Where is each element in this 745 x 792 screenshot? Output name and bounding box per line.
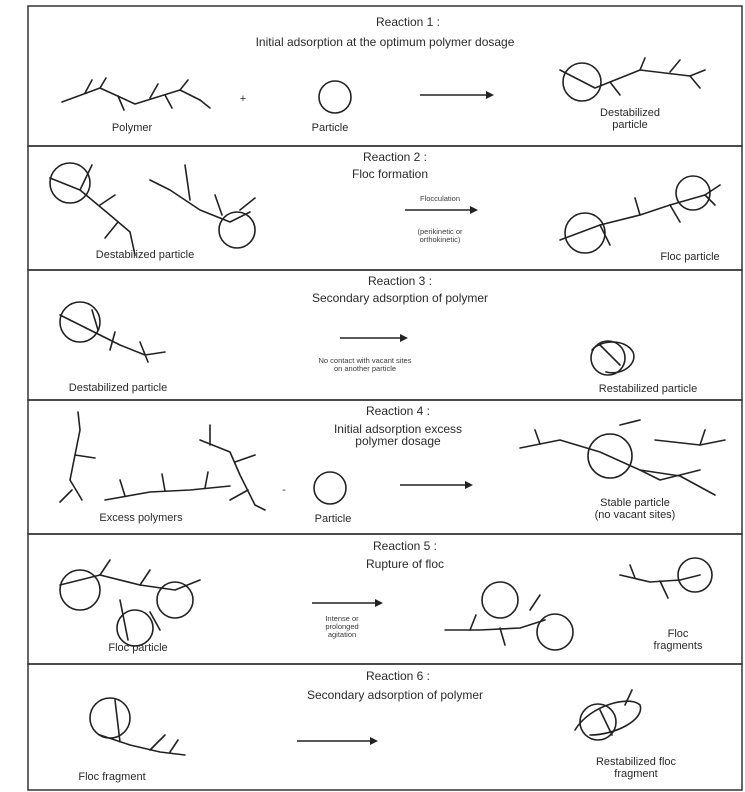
reaction-6-restabilized-floc-fragment-label: Restabilized floc fragment bbox=[596, 756, 676, 780]
reaction-4-stable-particle-drawing bbox=[520, 420, 725, 495]
reaction-1-particle-circle bbox=[319, 81, 351, 113]
reaction-6-title: Reaction 6 : bbox=[366, 670, 430, 682]
reaction-5-title: Reaction 5 : bbox=[373, 540, 437, 552]
reaction-1-title: Reaction 1 : bbox=[376, 16, 440, 28]
reaction-3-frame bbox=[28, 270, 742, 400]
reaction-5-floc-particle-drawing bbox=[60, 560, 200, 646]
reaction-5-floc-fragments-label: Floc fragments bbox=[654, 628, 703, 652]
reaction-3-title: Reaction 3 : bbox=[368, 275, 432, 287]
reaction-3-destabilized-particle-drawing bbox=[60, 302, 165, 362]
reaction-4-minus-sign: - bbox=[282, 484, 286, 496]
reaction-2-destabilized-particle-label: Destabilized particle bbox=[96, 249, 194, 261]
reaction-6-restabilized-floc-fragment-drawing bbox=[575, 690, 641, 740]
reaction-1-plus-sign: + bbox=[240, 93, 246, 105]
reaction-2-subtitle: Floc formation bbox=[352, 168, 428, 180]
reaction-4-subtitle: Initial adsorption excess polymer dosage bbox=[334, 423, 462, 447]
reaction-6-subtitle: Secondary adsorption of polymer bbox=[307, 689, 483, 701]
reaction-5-arrow-label: Intense or prolonged agitation bbox=[325, 615, 358, 639]
reaction-5-floc-particle-label: Floc particle bbox=[108, 642, 167, 654]
reaction-2-title: Reaction 2 : bbox=[363, 151, 427, 163]
reaction-1-subtitle: Initial adsorption at the optimum polyme… bbox=[256, 36, 515, 48]
reaction-1-destabilized-particle-drawing bbox=[560, 58, 705, 101]
reaction-3-destabilized-particle-label: Destabilized particle bbox=[69, 382, 167, 394]
reaction-6-floc-fragment-drawing bbox=[90, 698, 185, 755]
reaction-2-floc-particle-drawing bbox=[560, 176, 720, 253]
reaction-4-particle-circle bbox=[314, 472, 346, 504]
reaction-2-floc-particle-label: Floc particle bbox=[660, 251, 719, 263]
reaction-3-restabilized-particle-drawing bbox=[591, 341, 634, 375]
reaction-1-particle-label: Particle bbox=[312, 122, 349, 134]
reaction-4-particle-label: Particle bbox=[315, 513, 352, 525]
reaction-3-arrow-label: No contact with vacant sites on another … bbox=[319, 357, 412, 373]
reaction-1-polymer-label: Polymer bbox=[112, 122, 152, 134]
reaction-2-arrow-label-top: Flocculation bbox=[420, 195, 460, 203]
reaction-2-destabilized-particles-drawing bbox=[50, 163, 255, 255]
reaction-1-destabilized-particle-label: Destabilized particle bbox=[600, 107, 660, 131]
reaction-2-arrow-label-bottom: (perikinetic or orthokinetic) bbox=[417, 228, 462, 244]
reaction-5-subtitle: Rupture of floc bbox=[366, 558, 444, 570]
reaction-3-restabilized-particle-label: Restabilized particle bbox=[599, 383, 697, 395]
reaction-4-title: Reaction 4 : bbox=[366, 405, 430, 417]
reaction-4-excess-polymers-drawing bbox=[60, 412, 265, 510]
reaction-3-subtitle: Secondary adsorption of polymer bbox=[312, 292, 488, 304]
reaction-6-floc-fragment-label: Floc fragment bbox=[78, 771, 145, 783]
reaction-1-polymer-drawing bbox=[62, 78, 210, 110]
reaction-4-excess-polymers-label: Excess polymers bbox=[99, 512, 182, 524]
reaction-4-stable-particle-label: Stable particle (no vacant sites) bbox=[595, 497, 676, 521]
